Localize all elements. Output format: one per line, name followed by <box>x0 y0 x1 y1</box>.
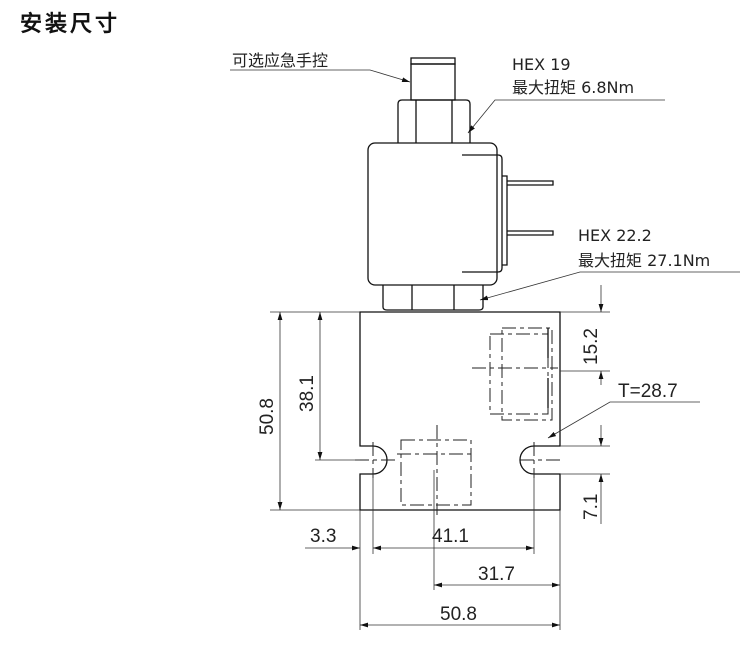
dim-height-port: 38.1 <box>297 375 318 412</box>
dim-slot-width: 7.1 <box>581 494 602 520</box>
manual-override-label: 可选应急手控 <box>232 51 328 70</box>
hex22-label: HEX 22.2 <box>578 226 652 245</box>
thread-label: T=28.7 <box>618 381 678 402</box>
torque19-label: 最大扭矩 6.8Nm <box>512 78 634 97</box>
dim-slot-spacing: 41.1 <box>432 526 469 547</box>
valve-coil <box>367 57 554 311</box>
dim-width-total: 50.8 <box>440 604 477 625</box>
dim-right-port: 31.7 <box>478 564 515 585</box>
dimension-lines <box>230 69 740 630</box>
dim-left-offset: 3.3 <box>310 526 336 547</box>
valve-body <box>355 311 561 515</box>
torque22-label: 最大扭矩 27.1Nm <box>578 251 710 270</box>
dim-height-total: 50.8 <box>257 398 278 435</box>
hex19-label: HEX 19 <box>512 55 571 74</box>
dim-top-offset: 15.2 <box>581 328 602 365</box>
page-title: 安装尺寸 <box>20 12 121 37</box>
